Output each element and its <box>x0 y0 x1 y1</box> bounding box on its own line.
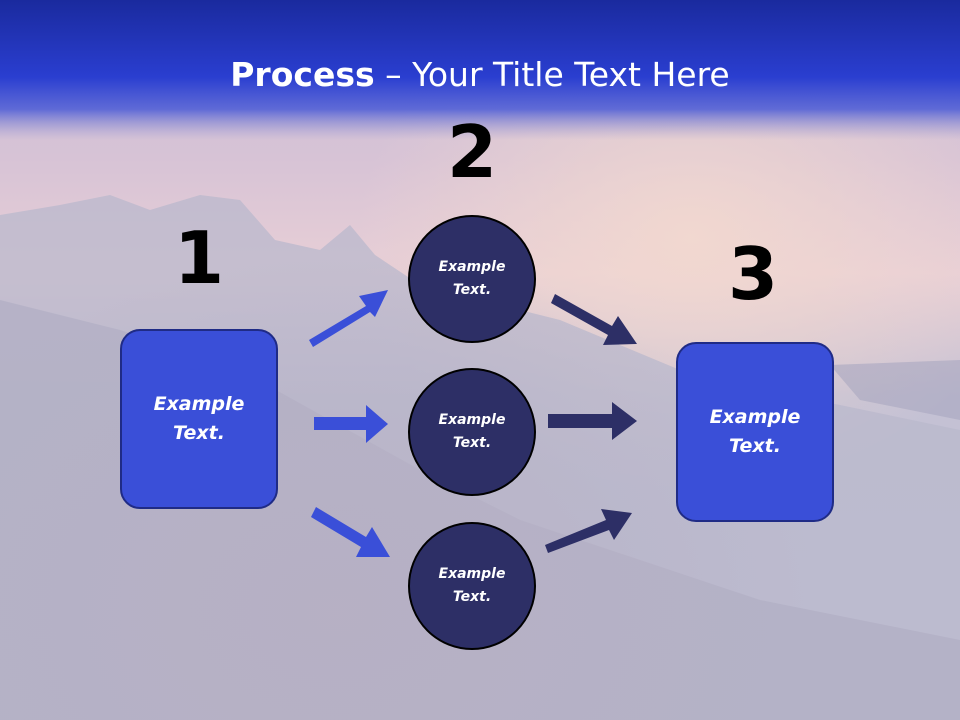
arrow-right-up <box>551 294 637 345</box>
step-number-2: 2 <box>446 110 498 194</box>
step-box-left-text: Example Text. <box>153 393 245 444</box>
circle-top: Example Text. <box>408 215 536 343</box>
step-number-1: 1 <box>173 216 225 300</box>
step-box-right-text: Example Text. <box>709 406 801 457</box>
arrow-right-down <box>545 509 632 553</box>
arrow-left-down <box>311 507 390 557</box>
slide-title: Process – Your Title Text Here <box>0 52 960 98</box>
header-band <box>0 0 960 140</box>
circle-middle-text: Example Text. <box>438 412 506 451</box>
title-bold: Process <box>230 55 375 94</box>
circle-bottom-text: Example Text. <box>438 566 506 605</box>
step-box-right: Example Text. <box>676 342 834 522</box>
step-box-left: Example Text. <box>120 329 278 509</box>
circle-bottom: Example Text. <box>408 522 536 650</box>
arrow-left-mid <box>314 405 388 443</box>
circle-top-text: Example Text. <box>438 259 506 298</box>
circle-middle: Example Text. <box>408 368 536 496</box>
arrow-left-up <box>309 290 388 347</box>
step-number-3: 3 <box>727 232 779 316</box>
title-rest: – Your Title Text Here <box>374 55 730 94</box>
arrow-right-mid <box>548 402 637 440</box>
